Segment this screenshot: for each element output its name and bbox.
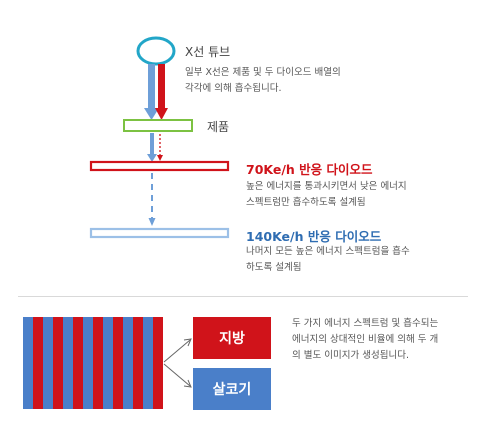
stripe-red [73,317,83,409]
stripe-red [153,317,163,409]
product-box [123,119,193,132]
stripe-blue [63,317,73,409]
stripe-red [133,317,143,409]
diode-140-description: 나머지 모든 높은 에너지 스펙트럼을 흡수 하도록 설계됨 [246,246,410,273]
lean-image-box: 살코기 [193,368,271,410]
beam-blue-mid [147,133,157,162]
beam-blue-dashed [148,173,156,226]
lean-label: 살코기 [212,382,252,398]
stripe-blue [123,317,133,409]
stripe-red [93,317,103,409]
stripe-blue [83,317,93,409]
diode-70-label: 70Ke/h 반응 다이오드 [246,162,373,177]
product-label: 제품 [207,120,230,134]
xray-diagram-graphic [89,36,230,239]
stripe-red [53,317,63,409]
diode-140-bar [89,227,230,239]
stripe-red [33,317,43,409]
stripe-blue [143,317,153,409]
fat-image-box: 지방 [193,317,271,359]
arrow-to-lean [163,363,191,387]
diode-140-label: 140Ke/h 반응 다이오드 [246,229,382,244]
stripe-blue [103,317,113,409]
beam-red-dotted [157,134,163,161]
output-arrows [163,338,192,388]
output-description: 두 가지 에너지 스펙트럼 및 흡수되는 에너지의 상대적인 비율에 의해 두 … [292,318,439,361]
diode-70-description: 높은 에너지를 통과시키면서 낮은 에너지 스펙트럼만 흡수하도록 설계됨 [246,181,407,208]
xray-tube-label: X선 튜브 [185,45,231,59]
stripe-blue [23,317,33,409]
stripe-blue [43,317,53,409]
xray-beam-blue [144,64,159,120]
stripe-red [113,317,123,409]
xray-tube-description: 일부 X선은 제품 및 두 다이오드 배열의 각각에 의해 흡수됩니다. [185,67,341,94]
arrow-to-fat [163,339,191,363]
section-divider [18,296,468,297]
fat-label: 지방 [219,331,245,347]
diode-70-bar [89,160,230,172]
xray-beam-red [155,64,168,120]
dual-energy-image-stripes [23,317,163,409]
xray-tube-icon [136,36,176,66]
